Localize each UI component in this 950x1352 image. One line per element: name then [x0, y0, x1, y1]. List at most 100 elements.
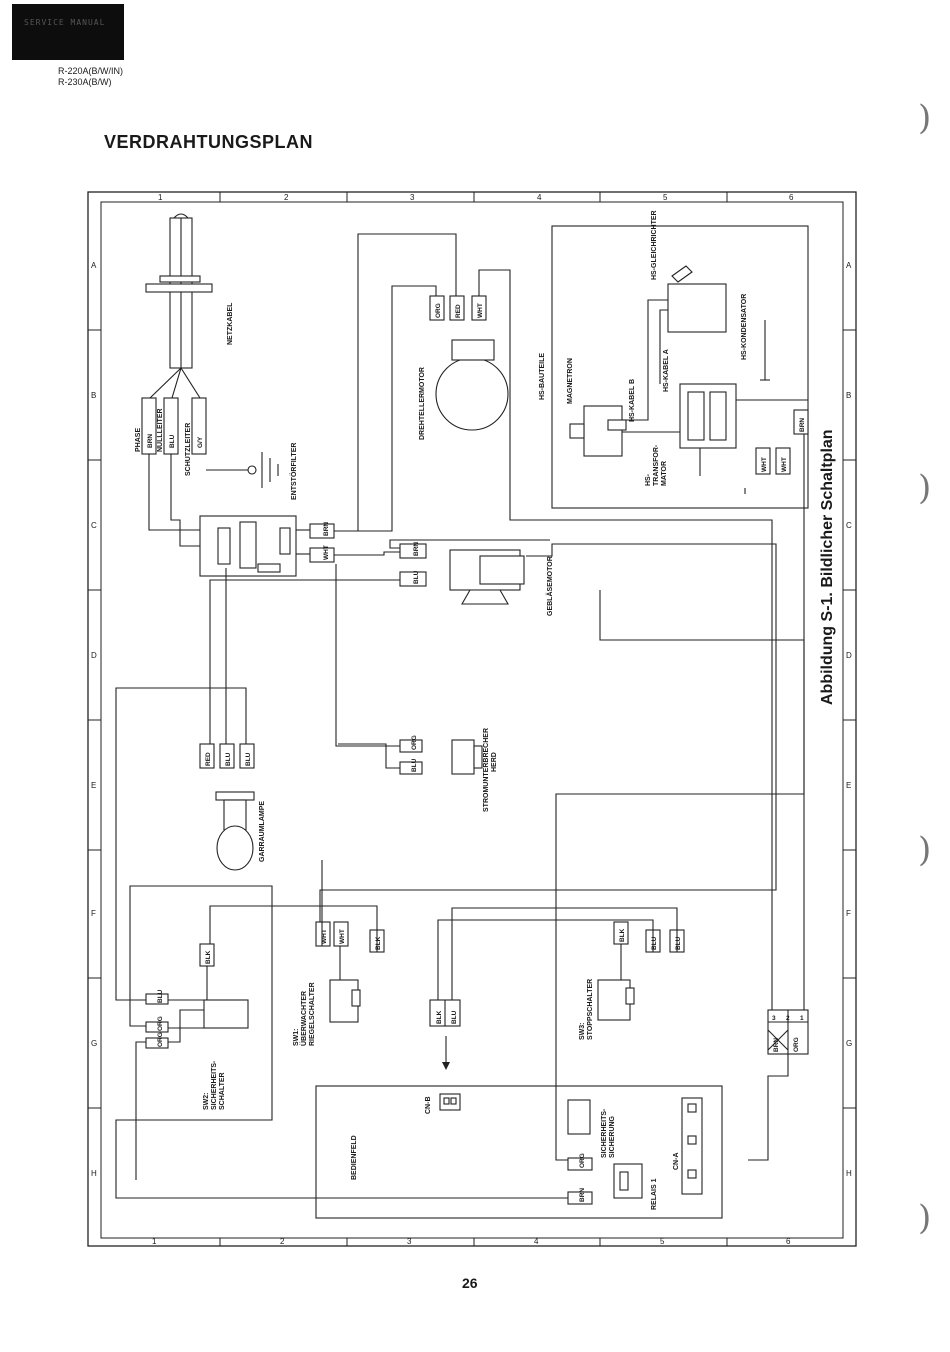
tag-wht: WHT	[477, 303, 484, 318]
grid-col-5: 5	[663, 193, 668, 202]
sw1-label-3: RIEGELSCHALTER	[309, 982, 316, 1046]
grid-column-labels-bottom: 1 2 3 4 5 6	[152, 1237, 791, 1246]
sw3-label-1: SW3:	[579, 1023, 586, 1041]
grid-col-1: 1	[158, 193, 163, 202]
grid-row-h: H	[846, 1169, 852, 1178]
stromunterbrecher-label-1: STROMUNTERBRECHER	[483, 728, 490, 812]
grid-row-b: B	[846, 391, 851, 400]
tag-brn: BRN	[413, 542, 420, 556]
grid-col-6: 6	[786, 1237, 791, 1246]
grid-col-1: 1	[152, 1237, 157, 1246]
tag-brn: BRN	[323, 522, 330, 536]
netzkabel-label: NETZKABEL	[227, 302, 234, 345]
phase-label: PHASE	[135, 428, 142, 452]
tag-org: ORG	[579, 1153, 586, 1168]
tag-brn: BRN	[579, 1188, 586, 1202]
sw3-label-2: STOPPSCHALTER	[587, 979, 594, 1040]
figure-caption: Abbildung S-1. Bildlicher Schaltplan	[819, 429, 836, 705]
grid-row-g: G	[846, 1039, 852, 1048]
tag-blu: BLU	[651, 936, 658, 950]
tag-org: ORG	[435, 303, 442, 318]
fan-motor: BRN BLU GEBLÄSEMOTOR	[399, 542, 554, 616]
tag-org: ORG	[793, 1037, 800, 1052]
geblaesemotor-label: GEBLÄSEMOTOR	[546, 556, 554, 616]
binder-hole-mark: )	[918, 830, 932, 870]
wires	[115, 233, 805, 1199]
tag-gy: G/Y	[197, 436, 204, 448]
connector-brn-org: 3 2 1 BRN ORG	[767, 1009, 809, 1055]
grid-col-5: 5	[660, 1237, 665, 1246]
grid-column-labels-top: 1 2 3 4 5 6	[158, 193, 794, 202]
hs-transformator-label-1: HS-	[645, 473, 652, 486]
bedienfeld-label: BEDIENFELD	[351, 1135, 358, 1180]
stromunterbrecher-label-2: HERD	[491, 752, 498, 772]
tag-blu: BLU	[451, 1010, 458, 1024]
grid-col-2: 2	[284, 193, 289, 202]
tag-brn: BRN	[773, 1038, 780, 1052]
grid-col-2: 2	[280, 1237, 285, 1246]
num-1: 1	[800, 1015, 804, 1022]
schutzleiter-label: SCHUTZLEITER	[185, 423, 192, 476]
tag-blu: BLU	[225, 752, 232, 766]
tag-blu: BLU	[245, 752, 252, 766]
thermal-cutout: ORG BLU STROMUNTERBRECHER HERD	[399, 728, 498, 812]
tag-wht: WHT	[323, 545, 330, 560]
tag-blu: BLU	[157, 989, 164, 1003]
grid-row-d: D	[846, 651, 852, 660]
grid-row-d: D	[91, 651, 97, 660]
tag-wht: WHT	[761, 457, 768, 472]
sw2-label-1: SW2:	[203, 1093, 210, 1111]
sicherheitssicherung-label-1: SICHERHEITS-	[601, 1108, 608, 1158]
num-2: 2	[786, 1015, 790, 1022]
tag-brn: BRN	[799, 418, 806, 432]
hs-transformator-label-2: TRANSFOR-	[653, 444, 660, 486]
grid-col-4: 4	[537, 193, 542, 202]
tag-blu: BLU	[411, 758, 418, 772]
model-number-2: R-230A(B/W)	[58, 77, 112, 87]
tag-blk: BLK	[205, 950, 212, 964]
grid-row-e: E	[846, 781, 851, 790]
entstoerfilter-label: ENTSTÖRFILTER	[289, 443, 298, 500]
relais-label: RELAIS 1	[651, 1178, 658, 1210]
grid-row-b: B	[91, 391, 96, 400]
grid-col-3: 3	[410, 193, 415, 202]
tag-blu: BLU	[413, 570, 420, 584]
grid-row-h: H	[91, 1169, 97, 1178]
cn-b-label: CN-B	[425, 1097, 432, 1115]
num-3: 3	[772, 1015, 776, 1022]
grid-row-g: G	[91, 1039, 97, 1048]
tag-wht: WHT	[321, 929, 328, 944]
tag-brn: BRN	[147, 434, 154, 448]
tag-blk: BLK	[436, 1010, 443, 1024]
control-panel: BEDIENFELD CN-B SICHERHEITS- SICHERUNG R…	[315, 1085, 723, 1219]
grid-col-6: 6	[789, 193, 794, 202]
drehtellermotor-label: DREHTELLERMOTOR	[419, 367, 426, 440]
cn-a-label: CN-A	[673, 1153, 680, 1171]
hs-kabel-a-label: HS-KABEL A	[663, 349, 670, 392]
sw1-label-2: ÜBERWACHTER	[299, 991, 308, 1046]
nullleiter-label: NULLLEITER	[157, 408, 164, 452]
sicherheitssicherung-label-2: SICHERUNG	[609, 1115, 616, 1158]
hs-bauteile-label: HS-BAUTEILE	[539, 353, 546, 400]
binder-hole-mark: )	[918, 468, 932, 508]
sw2-safety-switch: BLK BLU ORG ORG SW2: SICHERHEITS- SCHALT…	[145, 943, 249, 1111]
grid-row-a: A	[91, 261, 97, 270]
turntable-motor: ORG RED WHT DREHTELLERMOTOR	[419, 295, 509, 440]
page-title: VERDRAHTUNGSPLAN	[104, 132, 314, 152]
grid-row-f: F	[91, 909, 96, 918]
sw2-label-2: SICHERHEITS-	[211, 1060, 218, 1110]
grid-row-c: C	[91, 521, 97, 530]
sw3-stop-switch: BLK BLU BLU SW3: STOPPSCHALTER	[579, 921, 685, 1041]
tag-wht: WHT	[339, 929, 346, 944]
grid-row-f: F	[846, 909, 851, 918]
tag-blu: BLU	[169, 434, 176, 448]
tag-org: ORG	[157, 1016, 164, 1031]
grid-row-labels-right: A B C D E F G H	[846, 261, 852, 1178]
sw2-label-3: SCHALTER	[219, 1072, 226, 1110]
oven-lamp: RED BLU BLU GARRAUMLAMPE	[199, 743, 266, 871]
power-cord: NETZKABEL	[145, 213, 234, 399]
hs-kondensator-label: HS-KONDENSATOR	[741, 294, 748, 360]
page-number: 26	[462, 1275, 478, 1291]
tag-blk: BLK	[619, 928, 626, 942]
